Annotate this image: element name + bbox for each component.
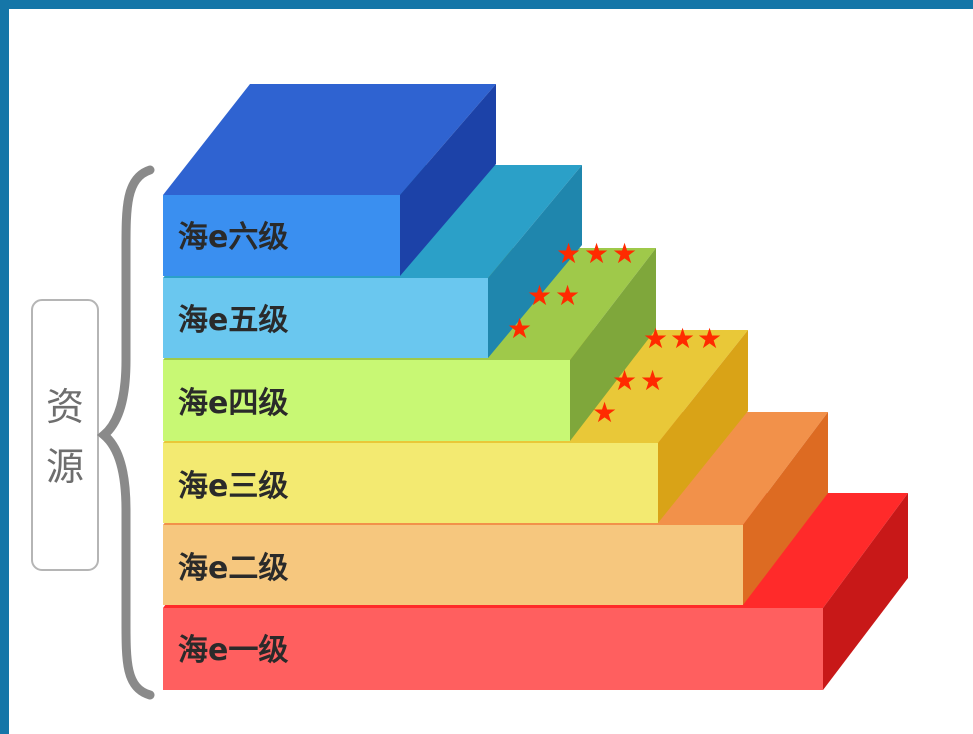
star-icon: ★ (507, 312, 532, 345)
star-icon: ★ (592, 396, 617, 429)
resource-label-char-2: 源 (46, 445, 84, 489)
level-2-label: 海e二级 (178, 551, 288, 586)
resource-label-char-1: 资 (46, 385, 84, 429)
star-icon: ★ (584, 237, 609, 270)
resource-label-box: 资 源 (31, 299, 99, 571)
curly-brace (96, 165, 155, 700)
level-6-block (163, 84, 496, 276)
star-icon: ★ (612, 364, 637, 397)
star-icon: ★ (697, 322, 722, 355)
star-icon: ★ (670, 322, 695, 355)
star-icon: ★ (612, 237, 637, 270)
stars-group-upper: ★ ★ ★ ★ ★ ★ (507, 237, 637, 345)
level-3-label: 海e三级 (178, 469, 288, 504)
level-1-label: 海e一级 (178, 633, 288, 668)
star-icon: ★ (643, 322, 668, 355)
star-icon: ★ (556, 237, 581, 270)
level-5-label: 海e五级 (178, 303, 288, 338)
star-icon: ★ (527, 279, 552, 312)
stars-group-lower: ★ ★ ★ ★ ★ ★ (592, 322, 722, 429)
level-6-label: 海e六级 (178, 220, 288, 255)
star-icon: ★ (555, 279, 580, 312)
level-4-label: 海e四级 (178, 386, 288, 421)
star-icon: ★ (640, 364, 665, 397)
